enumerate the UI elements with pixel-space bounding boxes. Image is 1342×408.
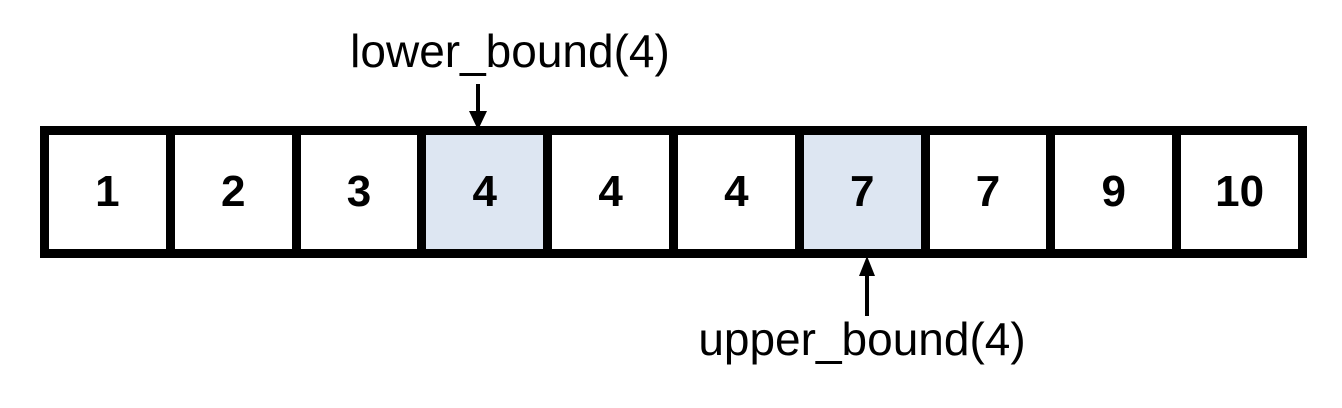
array-cell-highlighted-upper-bound: 7 xyxy=(803,135,930,249)
array-cell-value: 4 xyxy=(598,167,623,216)
array-cell-value: 1 xyxy=(95,167,120,216)
array-cell: 4 xyxy=(677,135,804,249)
array-cell-value: 4 xyxy=(472,167,498,216)
array-cell: 1 xyxy=(49,135,175,249)
array-cell-value: 7 xyxy=(849,167,875,216)
array-cell: 7 xyxy=(929,135,1056,249)
array-cell-value: 10 xyxy=(1215,167,1265,216)
lower-bound-label: lower_bound(4) xyxy=(350,25,670,77)
array-cell: 9 xyxy=(1055,135,1182,249)
array-cell: 3 xyxy=(300,135,427,249)
array-cell-value: 7 xyxy=(975,167,1001,216)
array-cell-highlighted-lower-bound: 4 xyxy=(426,135,553,249)
upper-bound-label: upper_bound(4) xyxy=(698,313,1026,365)
lower-bound-arrow-down-icon xyxy=(467,84,489,130)
array-cell-value: 4 xyxy=(724,167,749,216)
array-cell: 10 xyxy=(1181,135,1298,249)
array-cell: 2 xyxy=(174,135,301,249)
array-cell-value: 2 xyxy=(220,167,246,216)
array-container: 1 2 3 4 4 4 7 7 9 10 xyxy=(40,126,1307,258)
array-cell-value: 3 xyxy=(346,167,372,216)
array-cell: 4 xyxy=(552,135,678,249)
upper-bound-arrow-up-icon xyxy=(856,256,878,316)
array-cell-value: 9 xyxy=(1101,167,1127,216)
